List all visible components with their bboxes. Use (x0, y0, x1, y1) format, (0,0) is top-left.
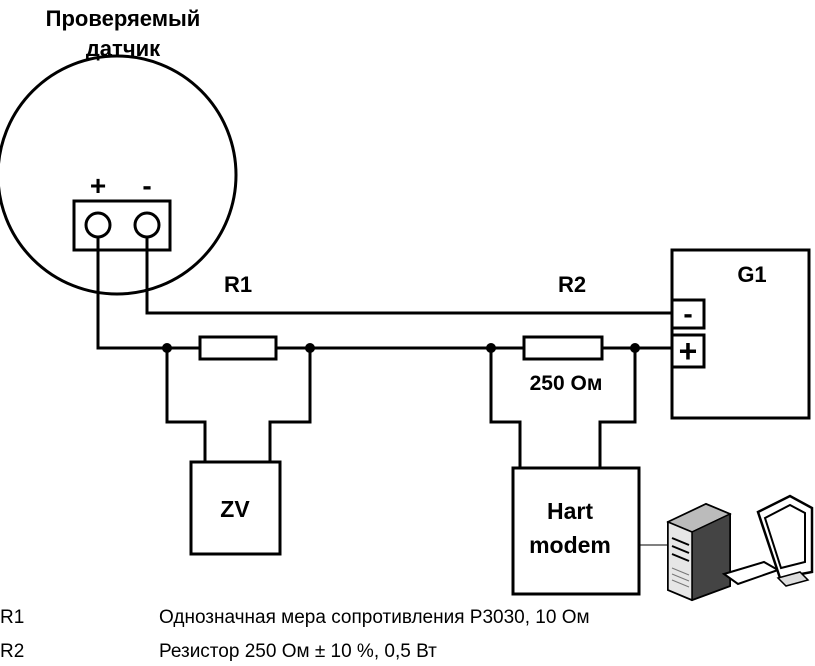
junction-dot (630, 343, 640, 353)
g1-plus-label: + (679, 333, 698, 369)
modem-right-wire (598, 348, 637, 468)
hart-modem: Hart modem (511, 466, 641, 596)
sensor-circle (0, 54, 238, 296)
g1-label: G1 (737, 262, 766, 287)
r2-label: R2 (558, 272, 586, 297)
r2-body (522, 335, 604, 361)
computer-icon (666, 494, 814, 602)
plus-terminal (84, 211, 112, 239)
g1-plus-terminal (670, 333, 706, 369)
zv-label: ZV (220, 496, 250, 522)
r1-body (198, 335, 278, 361)
minus-wire (145, 237, 672, 315)
junctions (162, 343, 640, 353)
modem-label-line2: modem (529, 532, 611, 558)
zv-right-wire (268, 348, 312, 462)
resistor-r1: R1 (198, 272, 278, 361)
junction-dot (162, 343, 172, 353)
legend-desc-r2: Резистор 250 Ом ± 10 %, 0,5 Вт (159, 641, 437, 662)
zv-left-wire (165, 348, 207, 462)
sensor: Проверяемый датчик + - (0, 6, 238, 296)
junction-dot (486, 343, 496, 353)
legend-code-r2: R2 (0, 641, 24, 662)
modem-left-wire (489, 348, 522, 468)
g1-minus-label: - (683, 298, 692, 329)
modem-label-line1: Hart (547, 498, 593, 524)
sensor-plus-label: + (90, 170, 106, 201)
sensor-title-line1: Проверяемый (46, 6, 201, 31)
power-supply-g1: G1 - + (670, 248, 811, 420)
legend-code-r1: R1 (0, 607, 24, 628)
legend-desc-r1: Однозначная мера сопротивления Р3030, 10… (159, 607, 590, 628)
zv-box (189, 460, 282, 556)
computer-keyboard (721, 560, 781, 586)
legend: R1 Однозначная мера сопротивления Р3030,… (0, 607, 590, 662)
resistor-r2: R2 250 Ом (522, 272, 604, 395)
modem-box (511, 466, 641, 596)
sensor-title-line2: датчик (86, 36, 161, 61)
zv-device: ZV (189, 460, 282, 556)
r1-label: R1 (224, 272, 252, 297)
sensor-minus-label: - (142, 170, 151, 201)
g1-minus-terminal (670, 298, 706, 330)
junction-dot (305, 343, 315, 353)
r2-value: 250 Ом (530, 372, 603, 395)
minus-terminal (133, 211, 161, 239)
